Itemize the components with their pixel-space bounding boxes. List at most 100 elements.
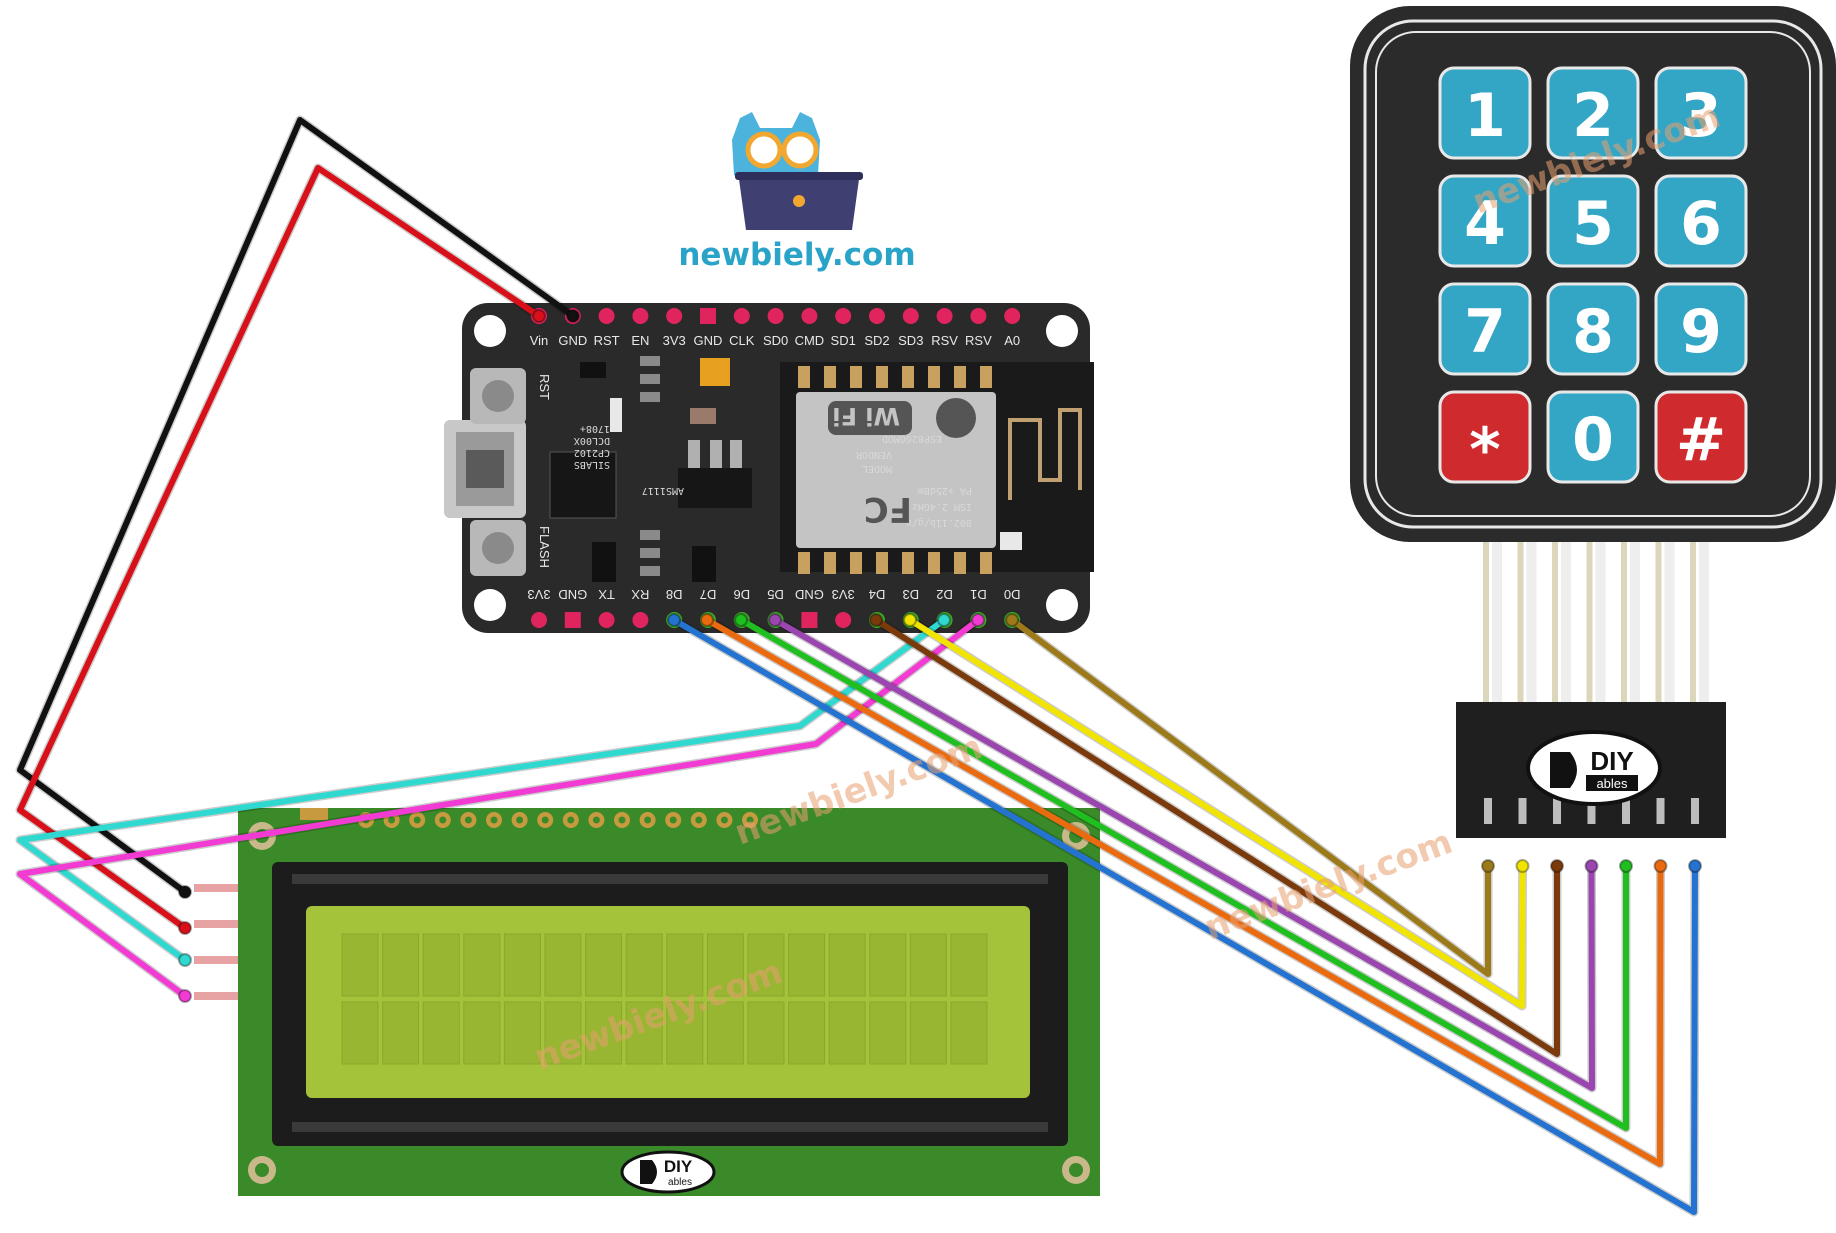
svg-text:PA +25dBm: PA +25dBm [918, 485, 972, 496]
wires [15, 115, 1702, 1217]
key-7[interactable]: 7 [1438, 282, 1532, 376]
lcd-i2c-header [194, 884, 238, 1000]
bottom-pin-label: D8 [666, 587, 683, 602]
bottom-pin-label: D1 [970, 587, 987, 602]
top-pin-label: RSV [965, 333, 992, 348]
bottom-pin-1[interactable]: GND [558, 587, 587, 628]
wire-d0 [1009, 617, 1491, 977]
bottom-pin-label: D7 [700, 587, 717, 602]
bottom-pin-label: RX [631, 587, 649, 602]
key-3[interactable]: 3 [1654, 66, 1748, 160]
top-pin-label: GND [694, 333, 723, 348]
svg-text:DIY: DIY [1590, 746, 1633, 776]
key-label: 4 [1464, 189, 1506, 259]
key-label: 5 [1572, 189, 1614, 259]
key-label: 7 [1464, 297, 1506, 367]
top-pin-label: EN [631, 333, 649, 348]
key-hash[interactable]: # [1654, 390, 1748, 484]
key-5[interactable]: 5 [1546, 174, 1640, 268]
key-4[interactable]: 4 [1438, 174, 1532, 268]
wire-gnd [17, 117, 576, 895]
bottom-pin-label: D3 [902, 587, 919, 602]
top-pin-9[interactable]: SD1 [831, 308, 856, 348]
top-pin-14[interactable]: A0 [1004, 308, 1021, 348]
key-label: 0 [1572, 405, 1614, 475]
top-pin-label: A0 [1004, 333, 1020, 348]
wifi-logo: Wi Fi [828, 401, 912, 435]
module-pads [798, 366, 992, 574]
key-1[interactable]: 1 [1438, 66, 1532, 160]
bottom-pin-9[interactable]: 3V3 [832, 587, 855, 628]
bottom-pin-label: 3V3 [832, 587, 855, 602]
svg-text:AMS1117: AMS1117 [642, 485, 684, 496]
top-pin-5[interactable]: GND [694, 308, 723, 348]
bottom-pin-2[interactable]: TX [598, 587, 615, 628]
top-pin-11[interactable]: SD3 [898, 308, 923, 348]
top-pin-label: GND [558, 333, 587, 348]
keypad-connector: DIY ables [1456, 702, 1726, 838]
bottom-pin-label: 3V3 [527, 587, 550, 602]
top-pin-label: SD0 [763, 333, 788, 348]
svg-text:FC: FC [864, 489, 912, 529]
lcd-module: DIY ables [194, 808, 1100, 1196]
key-label: 1 [1464, 81, 1506, 151]
top-pin-label: SD3 [898, 333, 923, 348]
top-pin-2[interactable]: RST [594, 308, 620, 348]
wire-scl [17, 617, 981, 999]
top-pin-label: Vin [530, 333, 549, 348]
top-pin-12[interactable]: RSV [931, 308, 958, 348]
key-label: 3 [1680, 81, 1722, 151]
top-pin-label: CLK [729, 333, 755, 348]
key-8[interactable]: 8 [1546, 282, 1640, 376]
svg-text:ISM 2.4GHz: ISM 2.4GHz [912, 501, 972, 512]
key-label: # [1676, 405, 1726, 475]
svg-text:ables: ables [668, 1177, 692, 1188]
top-pin-label: RSV [931, 333, 958, 348]
top-pin-8[interactable]: CMD [795, 308, 825, 348]
svg-text:RST: RST [537, 374, 552, 400]
bottom-pin-label: D2 [936, 587, 953, 602]
bottom-pin-0[interactable]: 3V3 [527, 587, 551, 628]
brand-site-text: newbiely.com [678, 237, 915, 273]
top-pin-3[interactable]: EN [631, 308, 649, 348]
top-pin-6[interactable]: CLK [729, 308, 755, 348]
key-9[interactable]: 9 [1654, 282, 1748, 376]
key-label: 8 [1572, 297, 1614, 367]
key-6[interactable]: 6 [1654, 174, 1748, 268]
top-pin-label: CMD [795, 333, 825, 348]
wire-d6 [738, 617, 1629, 1131]
bottom-pin-label: GND [558, 587, 587, 602]
top-pin-13[interactable]: RSV [965, 308, 992, 348]
top-pin-10[interactable]: SD2 [864, 308, 890, 348]
wire-d7 [704, 617, 1664, 1167]
top-pin-7[interactable]: SD0 [763, 308, 788, 348]
key-2[interactable]: 2 [1546, 66, 1640, 160]
newbiely-logo: newbiely.com [678, 112, 916, 273]
key-star[interactable]: * [1438, 390, 1532, 485]
rst-button: RST [470, 368, 552, 424]
cp2102-chip: SILABSCP2102DCL00X1708+ [549, 423, 617, 519]
top-pin-label: SD2 [864, 333, 889, 348]
flash-button: FLASH [470, 520, 552, 576]
lcd-diyables-logo: DIY ables [620, 1150, 716, 1194]
key-label: 2 [1572, 81, 1614, 151]
svg-text:VENDOR: VENDOR [855, 449, 892, 460]
bottom-pin-3[interactable]: RX [631, 587, 649, 628]
top-pin-label: RST [594, 333, 620, 348]
svg-text:ables: ables [1596, 776, 1628, 791]
key-label: * [1469, 415, 1500, 485]
keypad-ribbon-cable [1483, 542, 1709, 702]
micro-usb-port [444, 420, 526, 518]
key-0[interactable]: 0 [1546, 390, 1640, 484]
wire-d8 [671, 617, 1698, 1215]
owl-icon [732, 112, 820, 190]
wire-d4 [873, 617, 1560, 1057]
lcd-character-grid [341, 933, 988, 1065]
esp8266mod-module: 802.11b/g/n ISM 2.4GHz PA +25dBm MODEL V… [780, 362, 1094, 574]
bottom-pin-label: GND [795, 587, 824, 602]
key-label: 9 [1680, 297, 1722, 367]
top-pin-4[interactable]: 3V3 [663, 308, 686, 348]
wire-vin [17, 165, 542, 931]
bottom-pin-8[interactable]: GND [795, 587, 824, 628]
